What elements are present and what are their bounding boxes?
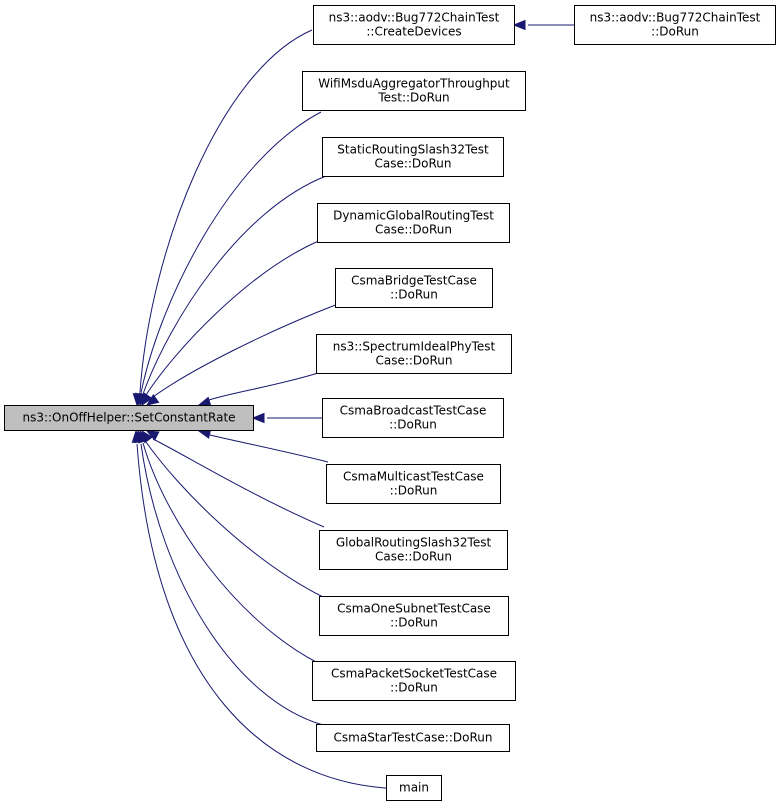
node-box[interactable] bbox=[302, 71, 526, 111]
node-label: ::DoRun bbox=[390, 681, 438, 695]
node-box[interactable] bbox=[326, 464, 501, 504]
node-label: CsmaPacketSocketTestCase bbox=[331, 667, 497, 681]
node-bug772-dorun[interactable]: ns3::aodv::Bug772ChainTest::DoRun bbox=[574, 5, 776, 45]
edge-global-routing-to-root bbox=[145, 430, 325, 528]
node-csma-star[interactable]: CsmaStarTestCase::DoRun bbox=[316, 724, 510, 752]
node-box[interactable] bbox=[4, 405, 254, 431]
edge-line bbox=[209, 434, 329, 463]
node-box[interactable] bbox=[319, 530, 508, 570]
edge-bug772-create-to-root bbox=[132, 29, 313, 407]
node-label: ::DoRun bbox=[651, 25, 699, 39]
node-box[interactable] bbox=[313, 5, 515, 45]
node-root[interactable]: ns3::OnOffHelper::SetConstantRate bbox=[4, 405, 254, 431]
edge-arrowhead bbox=[197, 396, 212, 407]
node-box[interactable] bbox=[319, 596, 509, 636]
node-box[interactable] bbox=[312, 661, 516, 701]
node-csma-one-subnet[interactable]: CsmaOneSubnetTestCase::DoRun bbox=[319, 596, 509, 636]
node-box[interactable] bbox=[316, 724, 510, 752]
node-label: CsmaBridgeTestCase bbox=[351, 274, 477, 288]
node-label: ns3::OnOffHelper::SetConstantRate bbox=[22, 411, 235, 425]
edge-csma-broadcast-to-root bbox=[251, 412, 322, 424]
edge-csma-packet-socket-to-root bbox=[138, 429, 319, 664]
edge-arrowhead bbox=[512, 19, 526, 31]
node-label: DynamicGlobalRoutingTest bbox=[333, 209, 494, 223]
node-label: Case::DoRun bbox=[375, 354, 452, 368]
node-label: Test::DoRun bbox=[377, 91, 449, 105]
node-box[interactable] bbox=[322, 398, 504, 438]
edge-line bbox=[152, 303, 339, 398]
edge-line bbox=[142, 175, 327, 395]
node-label: main bbox=[399, 781, 429, 795]
node-label: ::CreateDevices bbox=[366, 25, 461, 39]
node-label: Case::DoRun bbox=[375, 223, 452, 237]
node-csma-packet-socket[interactable]: CsmaPacketSocketTestCase::DoRun bbox=[312, 661, 516, 701]
node-label: CsmaMulticastTestCase bbox=[343, 470, 484, 484]
node-label: WifiMsduAggregatorThroughput bbox=[318, 77, 510, 91]
edge-arrowhead bbox=[145, 394, 160, 406]
node-main[interactable]: main bbox=[386, 775, 442, 801]
edge-csma-star-to-root bbox=[134, 429, 324, 726]
edge-arrowhead bbox=[145, 430, 160, 441]
node-label: ns3::SpectrumIdealPhyTest bbox=[333, 340, 496, 354]
edge-line bbox=[145, 441, 324, 598]
edge-line bbox=[145, 239, 322, 396]
node-label: ::DoRun bbox=[390, 616, 438, 630]
edge-arrowhead bbox=[251, 412, 265, 424]
edge-line bbox=[140, 443, 324, 726]
nodes-layer: ns3::OnOffHelper::SetConstantRate ns3::ao… bbox=[4, 5, 776, 801]
node-box[interactable] bbox=[386, 775, 442, 801]
edge-line bbox=[142, 442, 319, 664]
edge-dynamic-global-to-root bbox=[141, 239, 322, 407]
node-box[interactable] bbox=[335, 268, 493, 308]
node-box[interactable] bbox=[574, 5, 776, 45]
edge-csma-bridge-to-root bbox=[145, 303, 339, 406]
node-box[interactable] bbox=[316, 334, 512, 374]
node-label: ns3::aodv::Bug772ChainTest bbox=[590, 11, 761, 25]
node-box[interactable] bbox=[317, 203, 510, 243]
edge-arrowhead bbox=[141, 392, 153, 407]
edge-arrowhead bbox=[131, 429, 143, 443]
edges-layer bbox=[131, 19, 574, 789]
node-label: ns3::aodv::Bug772ChainTest bbox=[329, 11, 500, 25]
edge-spectrum-ideal-to-root bbox=[197, 372, 319, 407]
node-bug772-create[interactable]: ns3::aodv::Bug772ChainTest::CreateDevice… bbox=[313, 5, 515, 45]
node-label: GlobalRoutingSlash32Test bbox=[336, 536, 492, 550]
edge-line bbox=[136, 443, 387, 789]
node-label: ::DoRun bbox=[390, 484, 438, 498]
node-label: Case::DoRun bbox=[374, 157, 451, 171]
edge-main-to-root bbox=[131, 429, 387, 789]
node-label: StaticRoutingSlash32Test bbox=[337, 143, 489, 157]
edge-line bbox=[140, 111, 322, 394]
node-label: CsmaOneSubnetTestCase bbox=[337, 602, 491, 616]
edge-line bbox=[152, 438, 325, 528]
edge-line bbox=[208, 372, 319, 401]
edge-line bbox=[139, 29, 313, 393]
node-label: CsmaBroadcastTestCase bbox=[340, 404, 487, 418]
node-label: ::DoRun bbox=[389, 418, 437, 432]
node-box[interactable] bbox=[322, 137, 504, 177]
node-csma-bridge[interactable]: CsmaBridgeTestCase::DoRun bbox=[335, 268, 493, 308]
node-label: CsmaStarTestCase::DoRun bbox=[334, 731, 493, 745]
edge-csma-multicast-to-root bbox=[197, 428, 329, 463]
node-csma-broadcast[interactable]: CsmaBroadcastTestCase::DoRun bbox=[322, 398, 504, 438]
edge-bug772-dorun-to-bug772-create bbox=[512, 19, 574, 31]
node-label: Case::DoRun bbox=[375, 550, 452, 564]
edge-wifi-msdu-to-root bbox=[135, 111, 322, 407]
node-label: ::DoRun bbox=[390, 288, 438, 302]
node-csma-multicast[interactable]: CsmaMulticastTestCase::DoRun bbox=[326, 464, 501, 504]
edge-static-routing-to-root bbox=[139, 175, 327, 407]
